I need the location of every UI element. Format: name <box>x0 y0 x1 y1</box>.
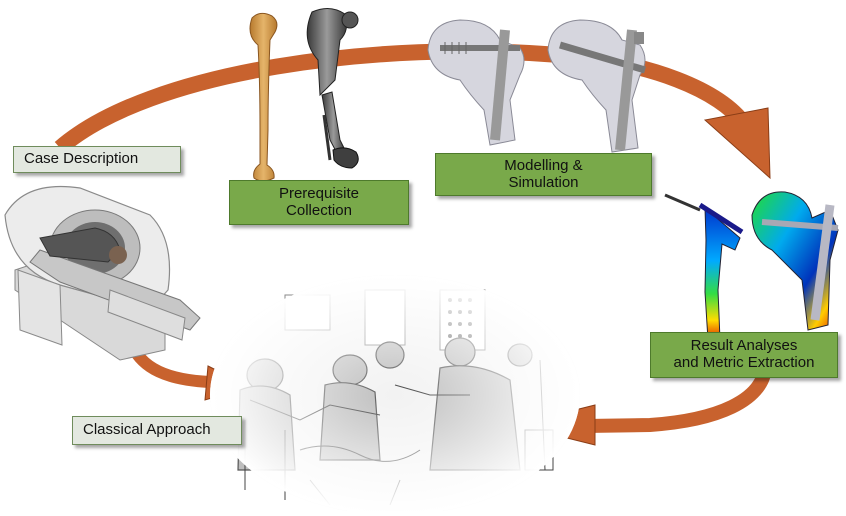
ct-scanner-image <box>5 187 200 360</box>
result-line-2: and Metric Extraction <box>674 355 815 372</box>
case-description-text: Case Description <box>24 151 138 168</box>
fem-result-nail <box>665 195 742 340</box>
classical-approach-text: Classical Approach <box>83 422 211 439</box>
operating-room-sketch <box>210 275 580 511</box>
classical-approach-label: Classical Approach <box>72 416 242 445</box>
modelling-simulation-label: Modelling & Simulation <box>435 153 652 196</box>
implant-model-2 <box>548 20 645 152</box>
prerequisite-collection-label: Prerequisite Collection <box>229 180 409 225</box>
fem-result-femur <box>752 192 838 330</box>
femur-bone-image <box>250 13 277 181</box>
modelling-line-2: Simulation <box>504 175 582 192</box>
result-analyses-label: Result Analyses and Metric Extraction <box>650 332 838 378</box>
prerequisite-line-2: Collection <box>279 203 359 220</box>
prerequisite-line-1: Prerequisite <box>279 186 359 203</box>
implant-model-1 <box>428 20 524 145</box>
leg-bones-image <box>307 8 358 168</box>
case-description-label: Case Description <box>13 146 181 173</box>
result-line-1: Result Analyses <box>674 338 815 355</box>
modelling-line-1: Modelling & <box>504 158 582 175</box>
